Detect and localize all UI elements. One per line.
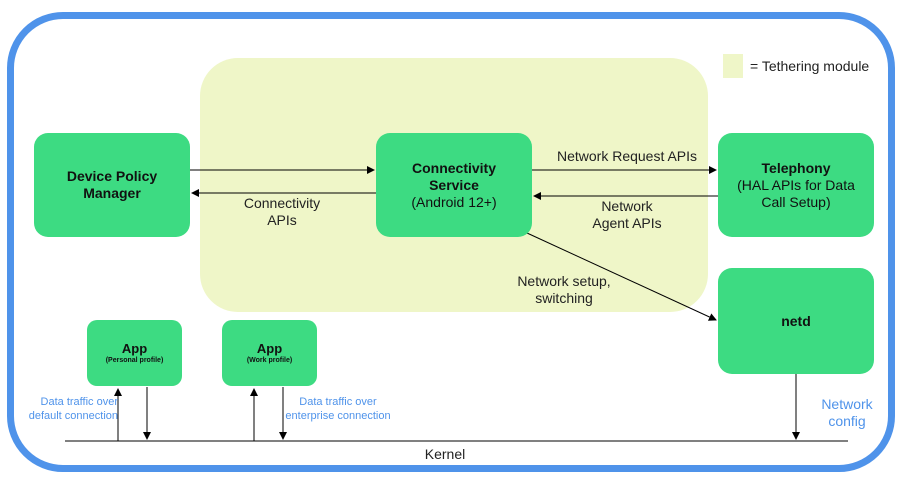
connectivity-service-subtitle: (Android 12+) [411,193,497,210]
app-work-subtitle: (Work profile) [246,357,293,364]
netd-title: netd [781,312,811,329]
network-setup-label: Network setup, switching [517,273,611,306]
network-config-label: Network config [821,396,873,429]
telephony-subtitle: (HAL APIs for Data Call Setup) [737,176,855,210]
connectivity-apis-label: Connectivity APIs [243,195,321,228]
data-traffic-default-label: Data traffic over default connection [28,396,118,422]
telephony-node: Telephony (HAL APIs for Data Call Setup) [718,133,874,237]
edge-connectivity-to-netd [526,232,717,321]
app-work-title: App [256,341,283,356]
legend-label: = Tethering module [750,58,870,74]
connectivity-service-title: Connectivity Service [411,159,496,193]
network-agent-apis-label: Network Agent APIs [592,198,662,231]
app-personal-node: App (Personal profile) [87,320,182,386]
kernel-label: Kernel [424,446,466,462]
legend-swatch [723,54,743,78]
data-traffic-enterprise-label: Data traffic over enterprise connection [285,396,391,422]
network-request-apis-label: Network Request APIs [556,148,698,164]
app-work-node: App (Work profile) [222,320,317,386]
netd-node: netd [718,268,874,374]
device-policy-manager-node: Device Policy Manager [34,133,190,237]
connectivity-service-node: Connectivity Service (Android 12+) [376,133,532,237]
app-personal-subtitle: (Personal profile) [105,357,164,364]
device-policy-manager-title: Device Policy Manager [66,168,158,201]
app-personal-title: App [121,341,148,356]
telephony-title: Telephony [761,159,831,176]
